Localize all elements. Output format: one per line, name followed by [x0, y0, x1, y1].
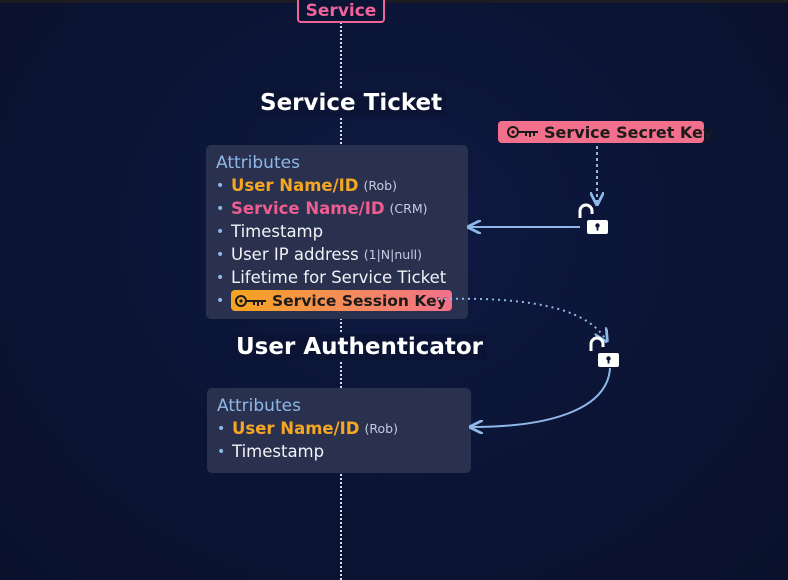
- service-session-key-pill: Service Session Key: [231, 290, 452, 311]
- service-session-key-label: Service Session Key: [272, 291, 447, 310]
- bullet: •: [217, 443, 226, 460]
- user-name-label: User Name/ID: [231, 176, 359, 195]
- service-ticket-title: Service Ticket: [256, 90, 447, 116]
- bullet: •: [216, 269, 225, 286]
- service-ticket-item-user-name: • User Name/ID (Rob): [216, 174, 468, 197]
- service-ticket-item-session-key: • Service Session Key: [216, 289, 468, 312]
- key-icon: [507, 126, 538, 138]
- service-lifeline-label: Service: [297, 0, 385, 23]
- user-authenticator-item-timestamp: • Timestamp: [217, 440, 471, 463]
- bullet: •: [217, 420, 226, 437]
- user-authenticator-attributes-header: Attributes: [217, 396, 301, 416]
- lifetime-label: Lifetime for Service Ticket: [231, 268, 447, 287]
- lock-to-authenticator-arrow: [472, 367, 611, 427]
- bullet: •: [216, 223, 225, 240]
- top-edge-bar: [0, 0, 788, 3]
- bullet: •: [216, 292, 225, 309]
- service-ticket-item-lifetime: • Lifetime for Service Ticket: [216, 266, 468, 289]
- user-name-note: (Rob): [364, 421, 398, 436]
- open-padlock-icon: [589, 336, 619, 367]
- key-icon: [235, 294, 266, 307]
- service-ticket-card: Attributes • User Name/ID (Rob) • Servic…: [206, 145, 468, 319]
- user-authenticator-card: Attributes • User Name/ID (Rob) • Timest…: [207, 388, 471, 473]
- open-padlock-icon: [578, 203, 608, 234]
- timestamp-label: Timestamp: [231, 222, 324, 241]
- ip-address-note: (1|N|null): [363, 247, 423, 262]
- timestamp-label: Timestamp: [232, 442, 325, 461]
- user-authenticator-item-user-name: • User Name/ID (Rob): [217, 417, 471, 440]
- service-ticket-item-ip: • User IP address (1|N|null): [216, 243, 468, 266]
- bullet: •: [216, 246, 225, 263]
- bullet: •: [216, 200, 225, 217]
- service-name-label: Service Name/ID: [231, 199, 385, 218]
- user-name-label: User Name/ID: [232, 419, 360, 438]
- service-secret-key-label: Service Secret Key: [544, 122, 714, 142]
- service-ticket-item-service-name: • Service Name/ID (CRM): [216, 197, 468, 220]
- user-name-note: (Rob): [363, 178, 397, 193]
- service-name-note: (CRM): [389, 201, 428, 216]
- ip-address-label: User IP address: [231, 245, 359, 264]
- service-ticket-attributes-header: Attributes: [216, 153, 300, 173]
- service-ticket-item-timestamp: • Timestamp: [216, 220, 468, 243]
- bullet: •: [216, 177, 225, 194]
- user-authenticator-title: User Authenticator: [232, 334, 488, 360]
- service-secret-key-pill: Service Secret Key: [498, 121, 713, 143]
